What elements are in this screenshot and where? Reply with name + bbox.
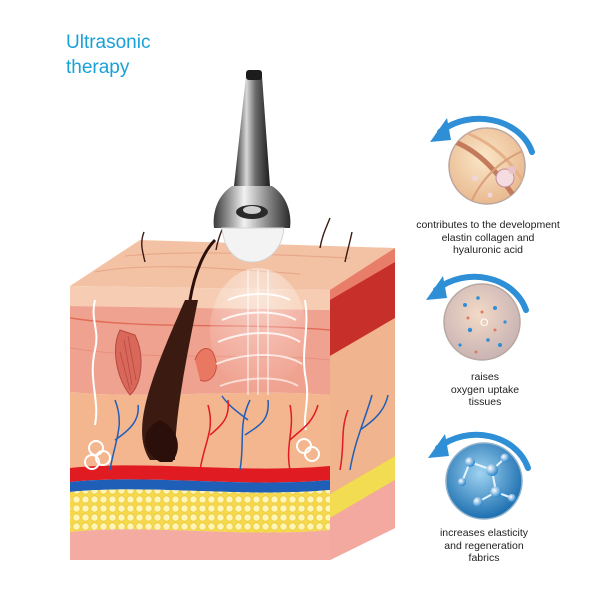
oxygen-label: O	[480, 317, 489, 329]
benefit-2-line-3: tissues	[468, 396, 502, 408]
benefit-text-3: increases elasticity and regeneration fa…	[414, 527, 554, 565]
oxygen-molecules-icon: O	[443, 283, 521, 361]
benefit-3-line-2: and regeneration	[444, 539, 524, 552]
ultrasonic-probe	[213, 70, 291, 263]
ultrasonic-waves	[210, 268, 306, 395]
title-line-2: therapy	[66, 57, 130, 78]
collagen-fibers-icon	[448, 127, 526, 205]
skin-top-surface	[70, 240, 395, 290]
benefit-1-line-3: hyaluronic acid	[452, 244, 524, 256]
benefit-1-line-2: elastin collagen and	[441, 231, 535, 244]
subcutaneous-layer	[70, 529, 330, 560]
benefit-arrow-1	[430, 115, 535, 155]
diagram-title: Ultrasonic therapy	[66, 30, 216, 80]
fat-layer	[70, 489, 330, 533]
skin-block	[69, 217, 395, 560]
benefit-2-line-1: raises	[470, 371, 499, 383]
lower-dermis-layer	[70, 392, 330, 474]
benefit-2-line-2: oxygen uptake	[450, 383, 520, 396]
benefit-arrow-2	[426, 273, 529, 313]
hair-follicle	[142, 300, 198, 460]
vein-band	[70, 479, 330, 493]
benefit-arrow-3	[428, 431, 531, 471]
benefit-3-line-3: fabrics	[468, 552, 500, 564]
benefit-text-2: raises oxygen uptake tissues	[420, 371, 550, 409]
benefit-3-line-1: increases elasticity	[439, 527, 529, 539]
benefit-1-line-1: contributes to the development	[416, 219, 560, 231]
title-line-1: Ultrasonic	[66, 32, 151, 53]
benefit-text-1: contributes to the development elastin c…	[398, 219, 578, 257]
molecular-network-icon	[445, 442, 523, 520]
artery-band	[70, 465, 330, 483]
